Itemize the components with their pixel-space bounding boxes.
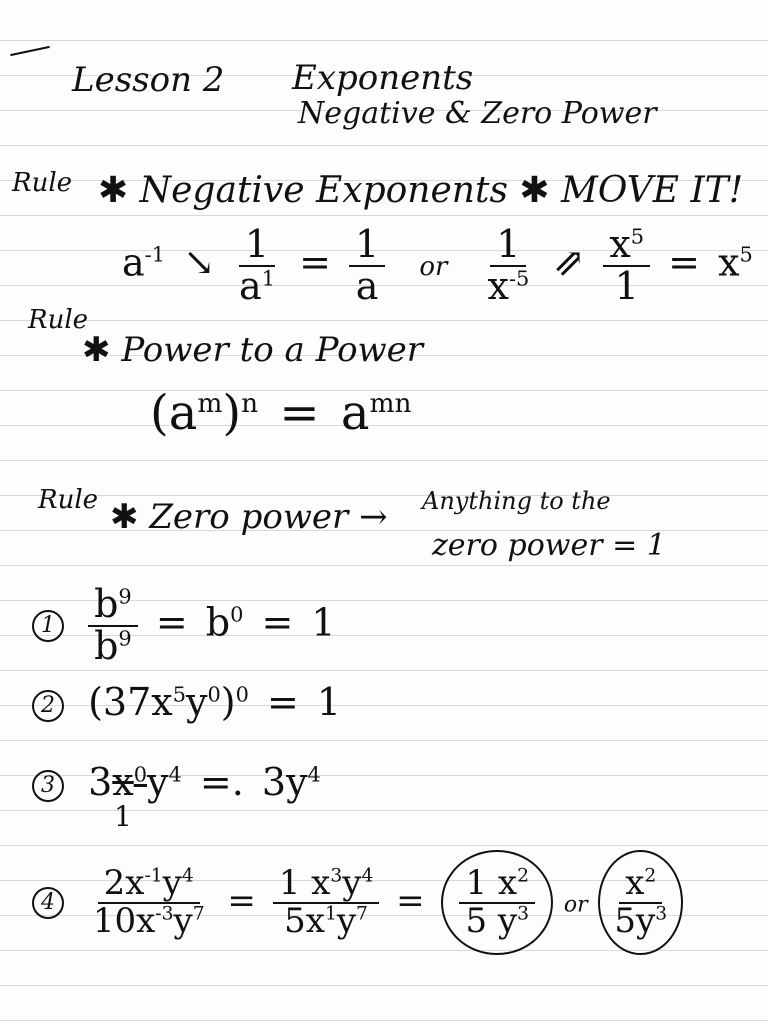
example-1: 1 b9 b9 = b0 = 1	[32, 584, 336, 667]
power-to-power-example: (am)n = amn	[150, 385, 412, 441]
fraction: 1 a1	[238, 222, 276, 308]
asterisk-icon: ✱	[82, 330, 111, 370]
rule-note-line2: zero power = 1	[432, 528, 666, 563]
topic-subtitle: Negative & Zero Power	[298, 96, 657, 131]
fraction: 1 x3y4 5x1y7	[272, 865, 380, 939]
rule-heading-text: Negative Exponents	[139, 170, 508, 211]
example-3: 3 3x0y4 =. 3y4 1	[32, 760, 321, 833]
example-number: 3	[32, 769, 64, 802]
circled-answer: 1 x2 5 y3	[441, 850, 554, 956]
negative-exponent-example: a-1 ↘ 1 a1 = 1 a or 1 x-5 ⇗ x5 1 = x5	[122, 222, 753, 308]
fraction: 2x-1y4 10x-3y7	[92, 863, 205, 941]
example-2: 2 (37x5y0)0 = 1	[32, 680, 341, 724]
rule-heading-text: Zero power	[149, 497, 349, 537]
fraction: 1 x-5	[487, 222, 530, 308]
asterisk-icon: ✱	[519, 170, 550, 211]
circled-answer: x2 5y3	[598, 850, 684, 956]
rule-heading-text: Power to a Power	[121, 330, 424, 370]
example-number: 4	[32, 886, 64, 919]
lesson-title: Lesson 2	[72, 60, 225, 100]
rule-label: Rule	[12, 168, 73, 198]
rule-label: Rule	[38, 485, 99, 515]
rule-heading-power: ✱ Power to a Power	[82, 330, 423, 370]
rule-emphasis: MOVE IT!	[561, 170, 744, 211]
fraction: x2 5y3	[614, 863, 668, 941]
example-4: 4 2x-1y4 10x-3y7 = 1 x3y4 5x1y7 = 1 x2 5…	[32, 850, 684, 956]
margin-tick-mark	[10, 45, 50, 57]
fraction: x5 1	[603, 224, 651, 307]
arrow-right-icon: →	[359, 497, 388, 537]
rule-note-line1: Anything to the	[422, 487, 611, 515]
topic-title: Exponents	[292, 58, 474, 98]
rule-label: Rule	[28, 305, 89, 335]
asterisk-icon: ✱	[110, 497, 139, 537]
fraction: 1 x2 5 y3	[459, 865, 535, 939]
arrow-icon: ↘	[183, 240, 215, 285]
fraction: b9 b9	[88, 584, 138, 667]
example-number: 2	[32, 689, 64, 722]
rule-heading-negative: ✱ Negative Exponents ✱ MOVE IT!	[98, 170, 743, 211]
example-number: 1	[32, 609, 64, 642]
asterisk-icon: ✱	[98, 170, 129, 211]
arrow-icon: ⇗	[553, 240, 586, 285]
rule-heading-zero: ✱ Zero power →	[110, 497, 388, 537]
cancel-result: 1	[114, 800, 132, 833]
fraction: 1 a	[349, 224, 386, 307]
